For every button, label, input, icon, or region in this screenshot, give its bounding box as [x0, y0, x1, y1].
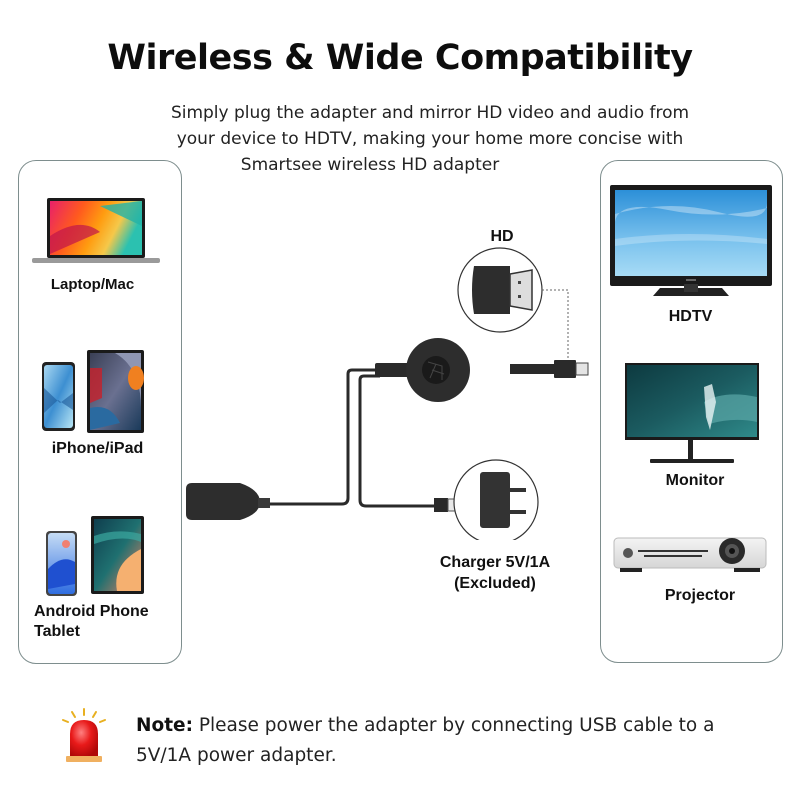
- note-text: Note: Please power the adapter by connec…: [136, 711, 776, 771]
- subtitle-line-1: Simply plug the adapter and mirror HD vi…: [170, 103, 690, 123]
- laptop-icon: [32, 198, 160, 263]
- hd-label: HD: [490, 228, 514, 245]
- note-prefix: Note:: [136, 715, 193, 736]
- note-line-2: 5V/1A power adapter.: [136, 745, 337, 766]
- projector-icon: [613, 537, 767, 572]
- charger-closeup-icon: [453, 459, 539, 540]
- android-label-line-1: Android Phone: [34, 603, 149, 620]
- charger-label-line-2: (Excluded): [454, 575, 536, 592]
- android-label-line-2: Tablet: [34, 623, 80, 640]
- page-title: Wireless & Wide Compatibility: [107, 38, 693, 78]
- iphone-ipad-label: iPhone/iPad: [51, 440, 144, 457]
- laptop-label: Laptop/Mac: [50, 276, 135, 293]
- charger-label: Charger 5V/1A (Excluded): [420, 552, 570, 594]
- subtitle: Simply plug the adapter and mirror HD vi…: [130, 100, 730, 178]
- subtitle-line-2: your device to HDTV, making your home mo…: [176, 129, 684, 149]
- warning-light-icon: [62, 708, 106, 762]
- monitor-icon: [625, 363, 759, 463]
- monitor-label: Monitor: [665, 472, 725, 489]
- iphone-ipad-icon: [42, 350, 144, 433]
- adapter-diagram: [186, 247, 589, 540]
- charger-label-line-1: Charger 5V/1A: [439, 554, 551, 571]
- android-phone-tablet-icon: [46, 516, 144, 596]
- note-line-1: Please power the adapter by connecting U…: [192, 715, 715, 736]
- android-label: Android Phone Tablet: [34, 603, 149, 641]
- subtitle-line-3: Smartsee wireless HD adapter: [240, 155, 500, 175]
- projector-label: Projector: [664, 587, 736, 604]
- hdtv-label: HDTV: [668, 308, 713, 325]
- hdtv-icon: [610, 185, 772, 296]
- hdmi-plug-closeup-icon: [457, 247, 543, 333]
